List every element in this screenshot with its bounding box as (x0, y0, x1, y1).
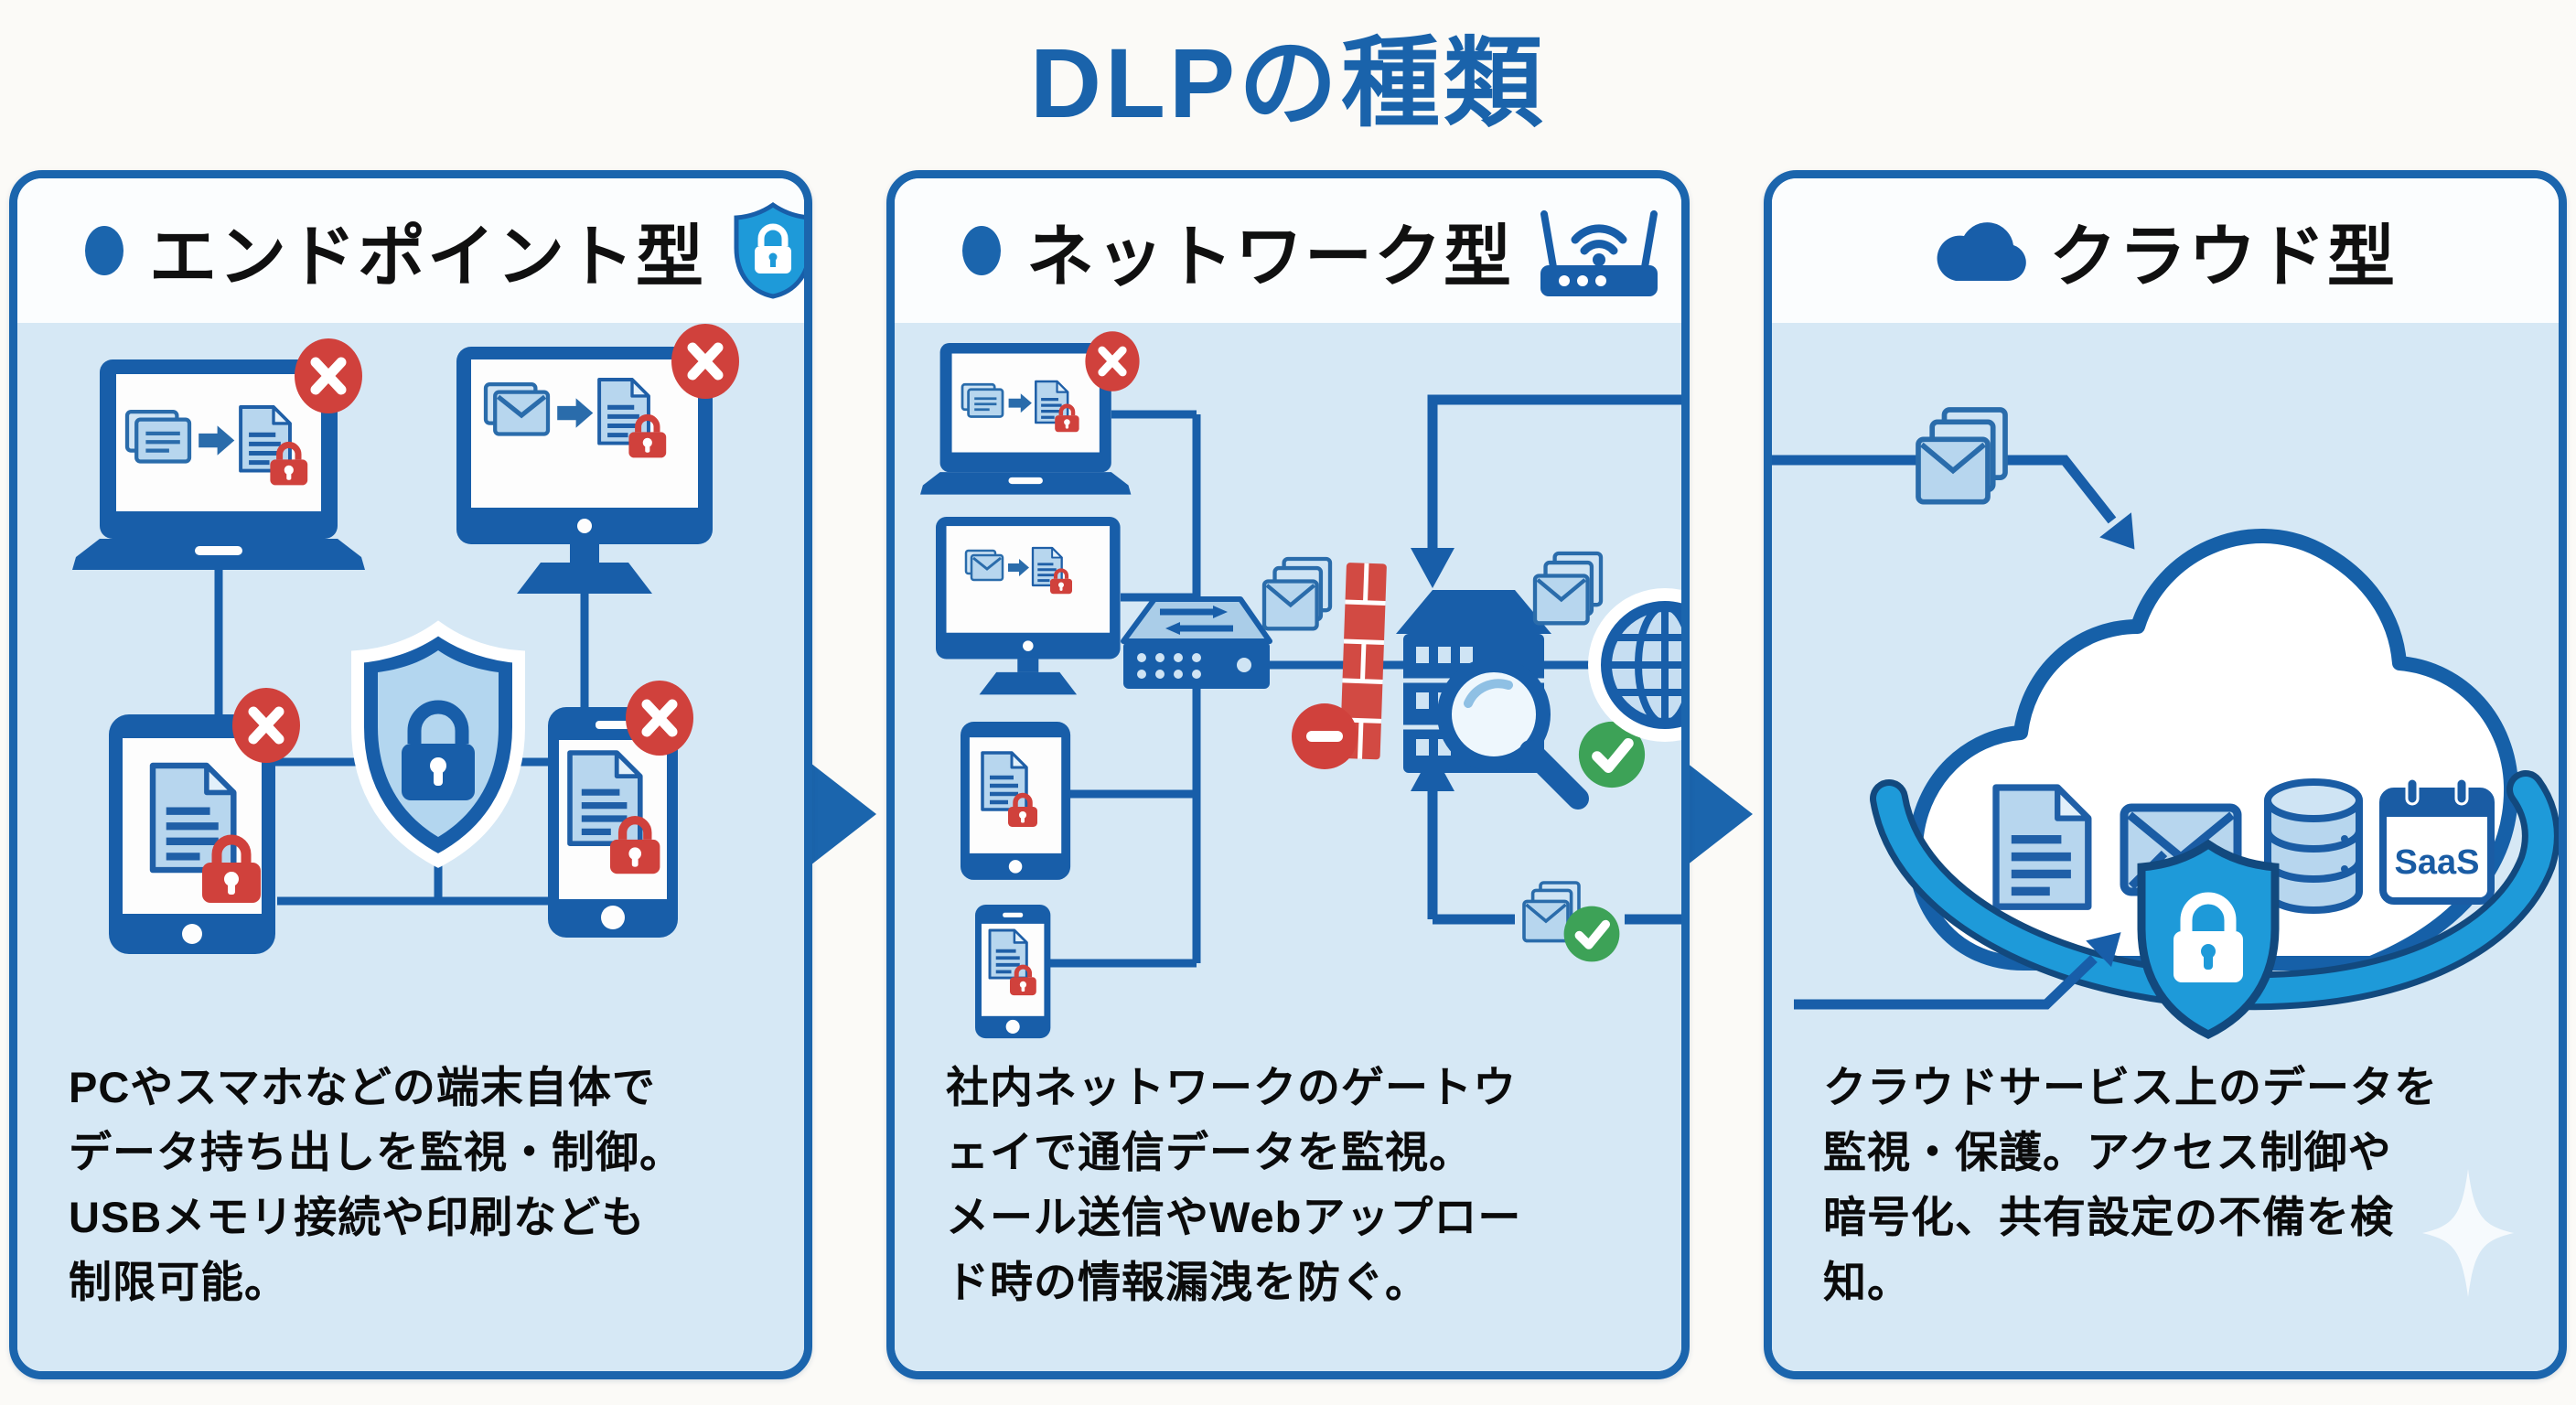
panel-cloud-body: SaaS (1772, 323, 2559, 1371)
panel-cloud-title: クラウド型 (2049, 218, 2397, 295)
upload-arrow (1772, 455, 2135, 550)
sparkle-icon (2422, 1169, 2514, 1297)
mail-stack-icon (1535, 553, 1601, 623)
bullet-icon (85, 226, 123, 275)
panel-cloud-header: クラウド型 (1772, 178, 2559, 323)
tablet-icon (961, 722, 1071, 880)
swoosh-ring (1870, 770, 2559, 1011)
cloud-illustration: SaaS (1772, 323, 2559, 1040)
bullet-icon (962, 226, 1001, 275)
wifi-router-icon (1540, 210, 1658, 296)
monitor-icon (936, 517, 1121, 695)
panel-network-header: ネットワーク型 (895, 178, 1681, 323)
panel-cloud: クラウド型 (1764, 170, 2567, 1379)
monitor-icon (456, 324, 739, 594)
shield-lock-icon (351, 620, 525, 868)
x-badge-icon (626, 681, 693, 756)
document-icon (988, 928, 1029, 980)
panel-network-title: ネットワーク型 (1026, 218, 1513, 295)
panel-network: ネットワーク型 (886, 170, 1690, 1379)
document-icon (1996, 788, 2088, 906)
monitor-to-cloud-arrow (1794, 932, 2121, 1010)
flow-arrow-right-icon (1687, 763, 1753, 865)
saas-label: SaaS (2395, 843, 2480, 882)
panel-network-description: 社内ネットワークのゲートウ ェイで通信データを監視。 メール送信やWebアップロ… (946, 1063, 1522, 1306)
globe-icon (1588, 588, 1681, 742)
smartphone-icon (975, 905, 1051, 1039)
document-icon (570, 753, 640, 843)
shield-lock-icon (2137, 839, 2280, 1040)
minus-badge-icon (1292, 703, 1358, 769)
panel-endpoint-header: エンドポイント型 (17, 178, 804, 323)
panel-endpoint-description: PCやスマホなどの端末自体で データ持ち出しを監視・制御。 USBメモリ接続や印… (69, 1063, 683, 1306)
cloud-icon (1937, 222, 2026, 282)
page-title: DLPの種類 (1029, 27, 1546, 138)
smartphone-icon (548, 681, 693, 938)
document-icon (982, 753, 1026, 810)
flow-arrow-right-icon (810, 763, 876, 865)
mail-check-icon (1522, 881, 1620, 962)
firewall-icon (1339, 563, 1387, 760)
arrow-down-icon (1411, 548, 1454, 588)
shield-lock-icon (734, 201, 804, 299)
check-badge-icon (1564, 906, 1620, 962)
tablet-icon (109, 688, 300, 954)
panel-endpoint-title: エンドポイント型 (149, 218, 705, 295)
x-badge-icon (1085, 331, 1139, 391)
x-badge-icon (295, 338, 362, 413)
mail-stack-icon (1264, 559, 1330, 628)
endpoint-illustration (72, 323, 804, 954)
switch-icon (1121, 596, 1272, 689)
database-icon (2264, 778, 2363, 914)
mail-stack-icon (1918, 410, 2005, 502)
laptop-icon (920, 331, 1140, 495)
network-illustration (920, 323, 1681, 1039)
x-badge-icon (232, 688, 300, 763)
laptop-icon (72, 338, 365, 570)
panel-network-body: 社内ネットワークのゲートウ ェイで通信データを監視。 メール送信やWebアップロ… (895, 323, 1681, 1371)
x-badge-icon (671, 324, 739, 399)
panel-endpoint: エンドポイント型 (9, 170, 812, 1379)
saas-calendar-icon: SaaS (2379, 777, 2495, 905)
panel-cloud-description: クラウドサービス上のデータを 監視・保護。アクセス制御や 暗号化、共有設定の不備… (1823, 1063, 2438, 1306)
magnifier-icon (1437, 658, 1589, 810)
panel-endpoint-body: PCやスマホなどの端末自体で データ持ち出しを監視・制御。 USBメモリ接続や印… (17, 323, 804, 1371)
